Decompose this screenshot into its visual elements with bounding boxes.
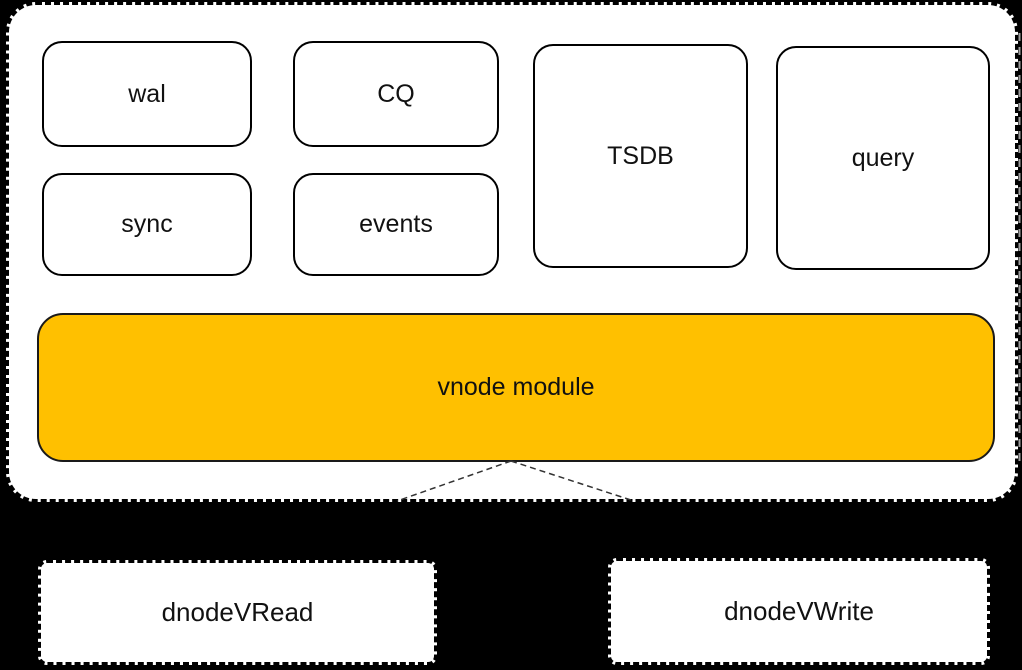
module-box-events: events [293,173,499,276]
module-label-tsdb: TSDB [607,141,674,170]
dnode-vwrite-label: dnodeVWrite [724,596,874,626]
module-label-wal: wal [128,79,166,108]
vnode-module-label: vnode module [437,373,595,401]
module-box-query: query [776,46,990,270]
module-label-cq: CQ [377,79,415,108]
module-label-events: events [359,210,433,238]
dnode-vwrite-box: dnodeVWrite [608,558,990,665]
dnode-vread-label: dnodeVRead [161,597,314,627]
module-box-wal: wal [42,41,252,147]
module-label-sync: sync [121,210,173,238]
module-box-tsdb: TSDB [533,44,748,268]
dnode-vread-box: dnodeVRead [38,560,437,665]
vnode-module-box: vnode module [37,313,995,462]
module-box-sync: sync [42,173,252,276]
module-label-query: query [851,143,915,172]
module-box-cq: CQ [293,41,499,147]
